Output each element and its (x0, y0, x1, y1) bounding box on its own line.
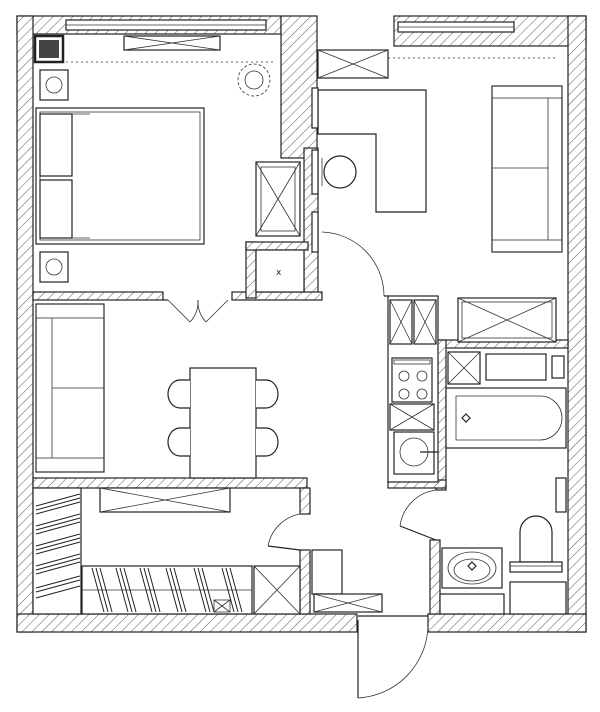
bath-cabinet-bottom-right (509, 581, 567, 615)
storage-room (32, 487, 301, 615)
wall-west (16, 15, 34, 633)
towel-rail (555, 477, 567, 513)
shaft-label: x (276, 268, 282, 278)
toilet (519, 515, 553, 563)
entrance-door[interactable] (357, 615, 429, 699)
bathroom (439, 351, 567, 615)
chair-right-bottom (256, 427, 279, 457)
entrance-hall (311, 549, 383, 613)
exterior-walls (16, 15, 587, 633)
kitchen-sink (393, 431, 435, 475)
bath-shelf (485, 353, 547, 381)
sofa-kitchen (491, 85, 563, 253)
nightstand-top (39, 69, 69, 101)
clothes-bottom (91, 567, 243, 613)
wall-east (567, 15, 587, 633)
wall-bath-west-b (429, 539, 441, 615)
kitchen-entry-door[interactable] (321, 231, 390, 297)
wall-shaft-north (245, 241, 309, 251)
l-shaped-desk (317, 89, 427, 213)
bathtub (445, 387, 567, 449)
hanging-rail-left (32, 487, 82, 615)
kitchen-area (311, 49, 563, 343)
kitchen-counter (387, 295, 439, 483)
wall-south-left (16, 613, 358, 633)
bed-pillow-bottom (39, 179, 73, 239)
chair-left-bottom (167, 427, 190, 457)
wall-living-south (32, 477, 308, 489)
stove (391, 357, 433, 403)
bath-cabinet-bottom-left (439, 593, 505, 615)
ventilation-shaft (255, 249, 305, 293)
storage-door[interactable] (267, 513, 301, 551)
shoe-rack (311, 549, 343, 595)
bed-pillow-top (39, 113, 73, 177)
wall-storage-east (299, 487, 311, 515)
windows (65, 19, 515, 33)
living-room (35, 303, 279, 479)
wall-kitchen-corner (280, 15, 318, 159)
wall-storage-east-b (299, 549, 311, 615)
chair-left-top (167, 379, 190, 409)
chair-right-top (256, 379, 279, 409)
desk-chair (323, 155, 357, 189)
clothes-left (35, 493, 81, 599)
washbasin-counter (441, 547, 503, 589)
wall-south-right (427, 613, 587, 633)
nightstand-bottom (39, 251, 69, 283)
wall-bedroom-south-a (32, 291, 164, 301)
bedroom-door[interactable] (163, 299, 229, 323)
bathroom-door[interactable] (399, 489, 437, 541)
plant-icon (237, 63, 271, 97)
dining-table (189, 367, 257, 479)
bedroom: x (33, 34, 305, 293)
